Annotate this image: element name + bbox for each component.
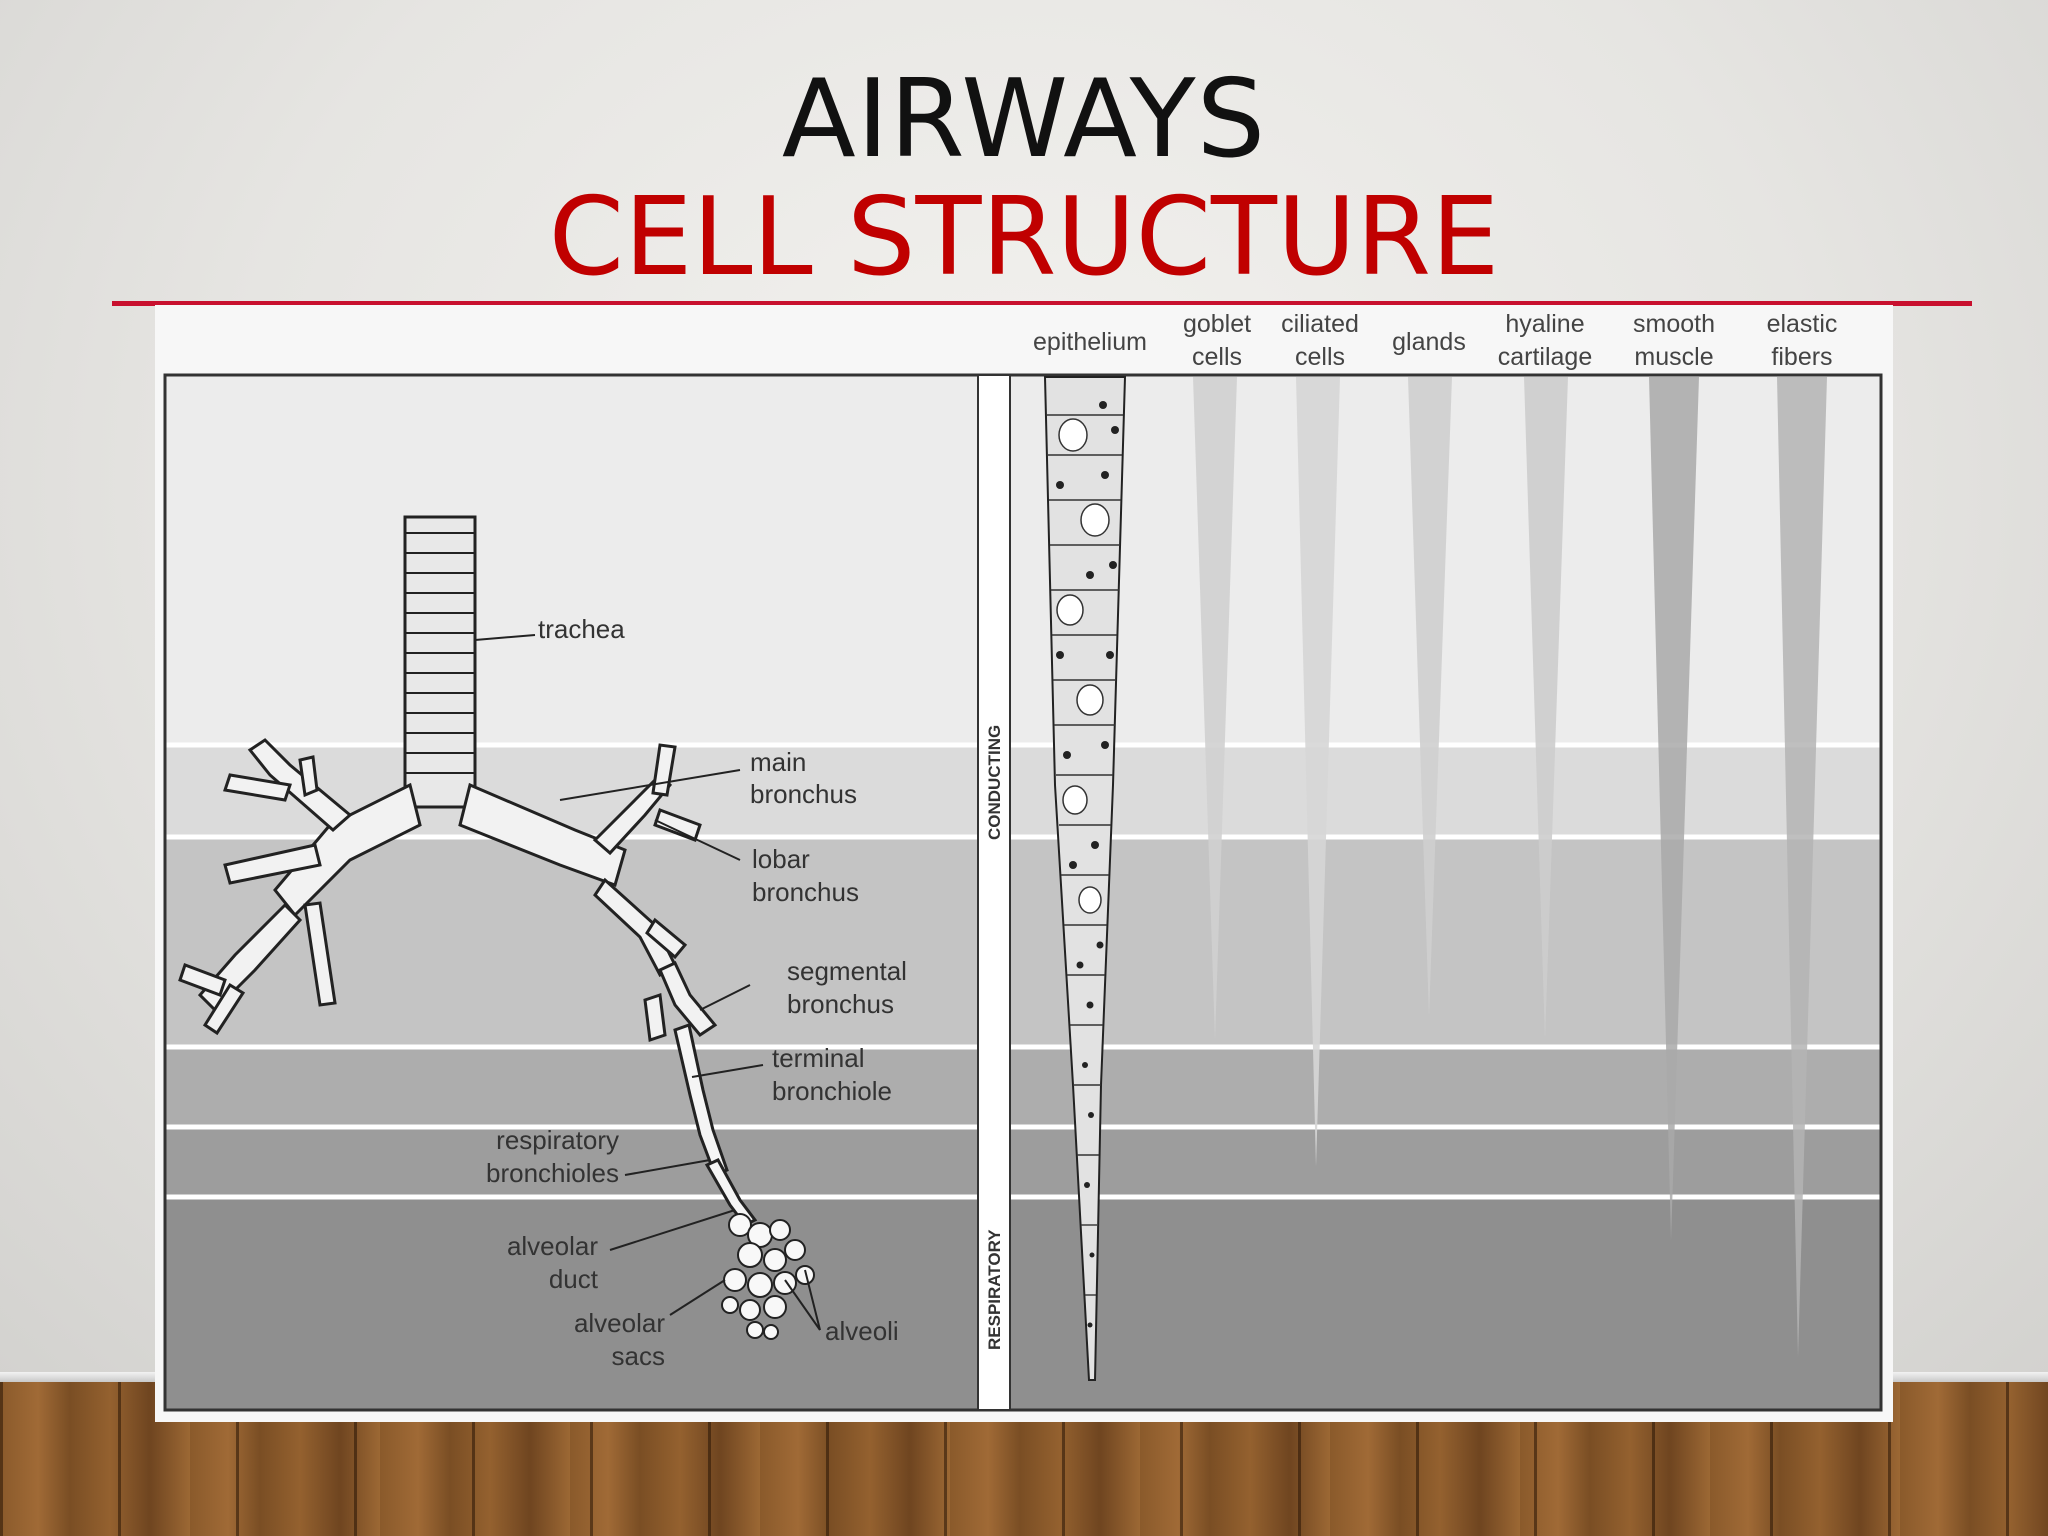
airway-tree (178, 515, 815, 1340)
elastic-fibers-wedge (1777, 377, 1827, 1357)
label-alveolar-sacs-2: sacs (612, 1341, 665, 1371)
left-upper-branch (247, 738, 353, 832)
header-glands: glands (1392, 328, 1466, 356)
smooth-muscle-wedge (1649, 377, 1699, 1240)
alveoli-cluster (721, 1213, 815, 1340)
label-alveolar-duct-1: alveolar (507, 1231, 598, 1261)
label-respiratory-bronchioles-2: bronchioles (486, 1158, 619, 1188)
label-segmental-bronchus-2: bronchus (787, 989, 894, 1019)
header-hyaline-1: hyaline (1505, 310, 1584, 338)
tissue-wedges (1193, 377, 1827, 1357)
glands-wedge (1408, 377, 1452, 1017)
label-main-bronchus-2: bronchus (750, 779, 857, 809)
header-elastic-2: fibers (1771, 343, 1832, 371)
figure-frame (163, 373, 1883, 1412)
airway-labels: trachea main bronchus lobar bronchus seg… (486, 614, 907, 1371)
label-lobar-bronchus-1: lobar (752, 844, 810, 874)
segmental-twig (643, 992, 667, 1043)
header-goblet-2: cells (1192, 343, 1242, 371)
region-divider (977, 374, 1011, 1411)
terminal-bronchiole (673, 1023, 729, 1177)
airway-diagram: CONDUCTING RESPIRATORY epithelium goblet… (163, 310, 1883, 1412)
trachea-shape (403, 515, 477, 809)
label-segmental-bronchus-1: segmental (787, 956, 907, 986)
region-label-conducting: CONDUCTING (985, 725, 1004, 840)
left-lower-twig-2 (202, 982, 246, 1036)
slide-title: AIRWAYS (781, 57, 1267, 182)
region-label-respiratory: RESPIRATORY (985, 1229, 1004, 1350)
header-smooth-1: smooth (1633, 310, 1715, 338)
band-dividers (165, 742, 1881, 1200)
label-terminal-bronchiole-1: terminal (772, 1043, 864, 1073)
header-smooth-2: muscle (1634, 343, 1713, 371)
airway-figure: CONDUCTING RESPIRATORY epithelium goblet… (155, 305, 1893, 1422)
leader-lines (474, 634, 821, 1331)
goblet-cells-wedge (1193, 377, 1237, 1040)
ciliated-cells-wedge (1296, 377, 1340, 1167)
left-upper-twig-2 (223, 773, 292, 802)
left-upper-twig (298, 755, 319, 798)
right-upper-stub (651, 743, 677, 797)
right-lobar-stub (645, 917, 688, 960)
label-lobar-bronchus-2: bronchus (752, 877, 859, 907)
right-main-bronchus (458, 782, 627, 887)
header-elastic-1: elastic (1767, 310, 1838, 338)
label-alveoli: alveoli (825, 1316, 899, 1346)
title-underline (112, 301, 1972, 306)
header-hyaline-2: cartilage (1498, 343, 1593, 371)
left-lower-stub (303, 901, 337, 1007)
header-goblet-1: goblet (1183, 310, 1251, 338)
left-lower-twig (178, 963, 227, 997)
hyaline-cartilage-wedge (1524, 377, 1568, 1040)
left-middle-branch (223, 843, 322, 885)
label-trachea: trachea (538, 614, 625, 644)
label-terminal-bronchiole-2: bronchiole (772, 1076, 892, 1106)
label-alveolar-sacs-1: alveolar (574, 1308, 665, 1338)
label-alveolar-duct-2: duct (549, 1264, 599, 1294)
column-headers: epithelium goblet cells ciliated cells g… (1033, 310, 1837, 371)
label-respiratory-bronchioles-1: respiratory (496, 1125, 619, 1155)
respiratory-bronchiole (704, 1158, 758, 1227)
epithelium-column (1043, 376, 1127, 1381)
header-ciliated-1: ciliated (1281, 310, 1359, 338)
header-epithelium: epithelium (1033, 328, 1147, 356)
label-main-bronchus-1: main (750, 747, 806, 777)
header-ciliated-2: cells (1295, 343, 1345, 371)
segmental-branch (658, 961, 718, 1037)
slide-subtitle: CELL STRUCTURE (548, 175, 1500, 300)
